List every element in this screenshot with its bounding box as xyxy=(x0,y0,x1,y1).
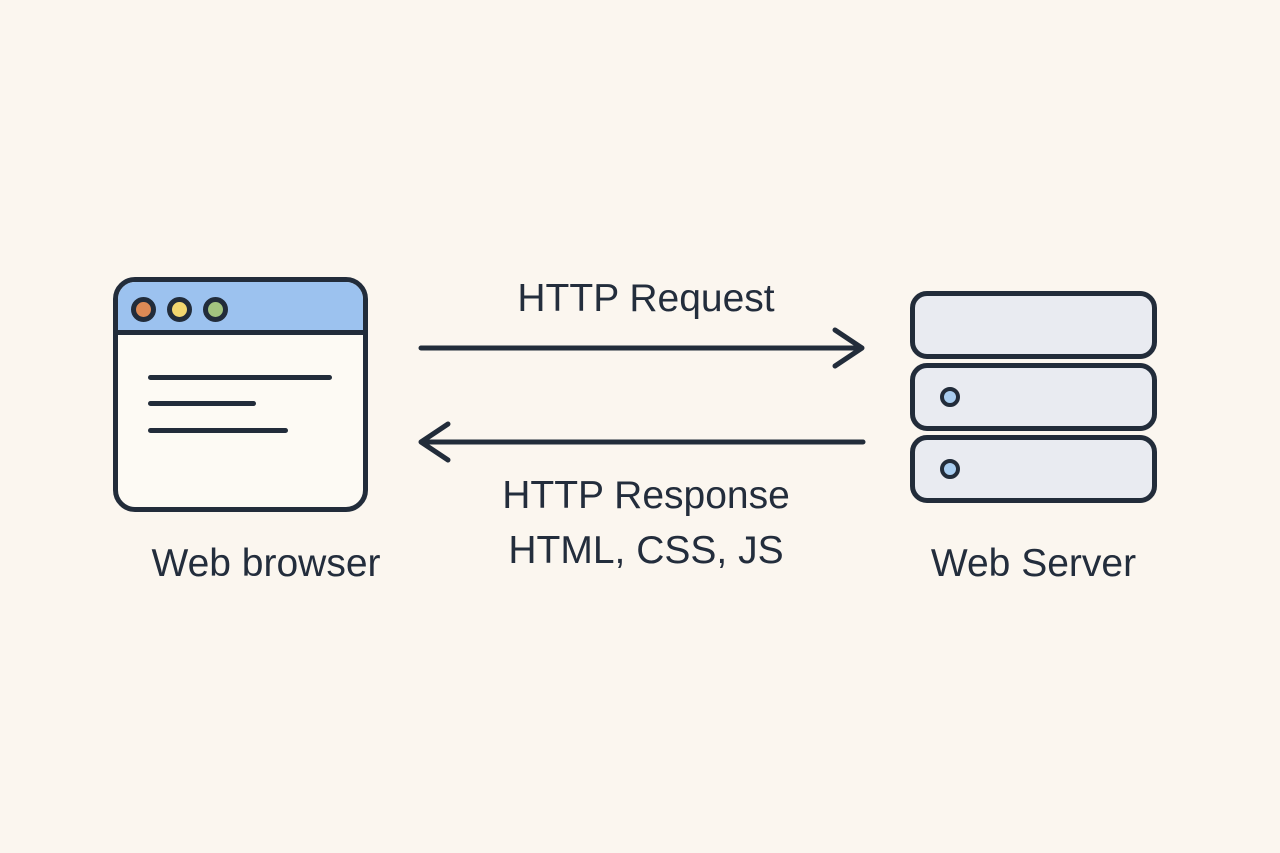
page-text-line-icon xyxy=(148,375,332,380)
request-arrow-label: HTTP Request xyxy=(517,277,775,320)
traffic-light-red-icon xyxy=(131,296,156,322)
page-text-line-icon xyxy=(148,401,256,406)
arrow-left-icon xyxy=(418,421,866,463)
server-led-icon xyxy=(940,459,960,479)
arrow-right-icon xyxy=(418,327,865,369)
traffic-light-green-icon xyxy=(203,296,228,322)
traffic-light-yellow-icon xyxy=(167,296,192,322)
page-text-line-icon xyxy=(148,428,288,433)
server-rack-unit xyxy=(910,291,1157,359)
server-rack-unit xyxy=(910,435,1157,503)
server-stack-icon xyxy=(910,291,1157,507)
server-rack-unit xyxy=(910,363,1157,431)
server-led-icon xyxy=(940,387,960,407)
browser-window-icon xyxy=(113,277,368,512)
browser-titlebar xyxy=(118,282,363,335)
response-payload-label: HTML, CSS, JS xyxy=(508,529,784,572)
server-node-label: Web Server xyxy=(930,542,1137,585)
response-arrow-label: HTTP Response xyxy=(502,474,790,517)
browser-node-label: Web browser xyxy=(151,542,381,585)
